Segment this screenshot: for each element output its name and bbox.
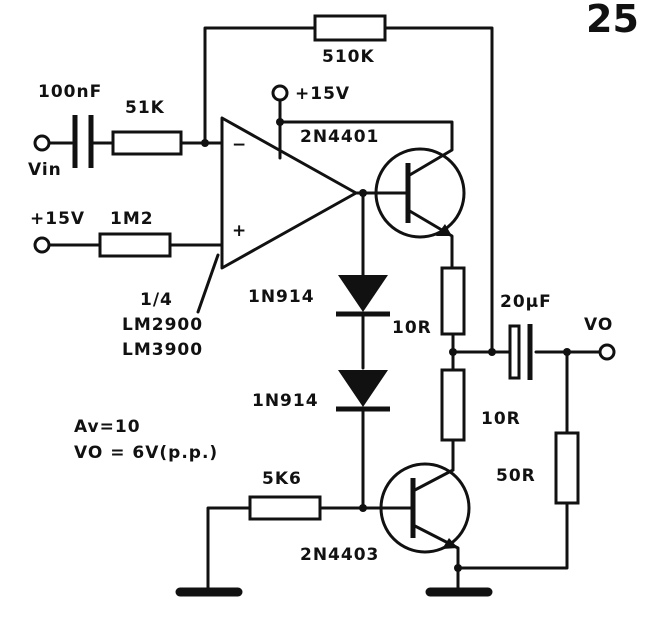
base-resistor-wire [206, 506, 365, 592]
label-1n914-b: 1N914 [252, 391, 319, 411]
junction-dot [563, 348, 571, 356]
junction-dot [276, 118, 284, 126]
junction-dot [449, 348, 457, 356]
label-1n914-a: 1N914 [248, 287, 315, 307]
label-1m2: 1M2 [110, 209, 154, 229]
figure-number: 25 [586, 0, 639, 41]
output-cap-plate-a [508, 324, 521, 380]
junction-dot [359, 504, 367, 512]
label-plus15v-left: +15V [30, 209, 85, 229]
label-lm3900: LM3900 [122, 340, 203, 360]
junction-dot [488, 348, 496, 356]
transistor-2n4403-arrow [442, 538, 458, 549]
transistor-2n4401-body [374, 147, 466, 239]
transistor-2n4401-emitter [406, 208, 454, 270]
vin-terminal [33, 134, 51, 152]
label-5k6: 5K6 [262, 469, 302, 489]
junction-dot [201, 139, 209, 147]
label-vout-spec: VO = 6V(p.p.) [74, 443, 218, 463]
label-51k: 51K [125, 98, 165, 118]
opamp-plus-sign: + [232, 221, 247, 241]
bias-supply-terminal [33, 236, 51, 254]
transistor-2n4403-collector [411, 468, 455, 493]
opamp-supply-terminal [271, 84, 289, 102]
label-vin: Vin [28, 160, 62, 180]
bias-resistor-1m2 [98, 232, 172, 258]
label-vo-out: VO [584, 315, 613, 335]
label-10r-top: 10R [392, 318, 432, 338]
label-2n4401: 2N4401 [300, 127, 379, 147]
input-resistor-51k [111, 130, 183, 156]
load-resistor-50r [554, 431, 580, 505]
junction-dot [454, 564, 462, 572]
label-2n4403: 2N4403 [300, 545, 379, 565]
resistor-5k6 [248, 495, 322, 521]
label-plus15v-top: +15V [295, 84, 350, 104]
feedback-resistor-510k [313, 14, 387, 42]
transistor-2n4401-collector [278, 120, 454, 178]
diode-1 [338, 275, 388, 312]
label-510k: 510K [322, 47, 375, 67]
label-20uf: 20µF [500, 292, 552, 312]
label-10r-bottom: 10R [481, 409, 521, 429]
opamp-triangle [220, 116, 358, 270]
label-100nf: 100nF [38, 82, 102, 102]
label-lm2900: LM2900 [122, 315, 203, 335]
resistor-10r-bottom [440, 368, 466, 442]
load-wire [456, 350, 569, 570]
vo-terminal [598, 343, 616, 361]
junction-dot [359, 189, 367, 197]
label-gain: Av=10 [74, 417, 141, 437]
transistor-2n4403-emitter [411, 523, 460, 592]
diode-2 [338, 370, 388, 407]
feedback-wire [203, 26, 494, 354]
resistor-10r-top [440, 266, 466, 336]
label-50r: 50R [496, 466, 536, 486]
transistor-2n4401-arrow [436, 224, 452, 236]
opamp-label-pointer [196, 253, 220, 314]
label-opamp-fraction: 1/4 [140, 290, 173, 310]
opamp-minus-sign: − [232, 135, 247, 155]
